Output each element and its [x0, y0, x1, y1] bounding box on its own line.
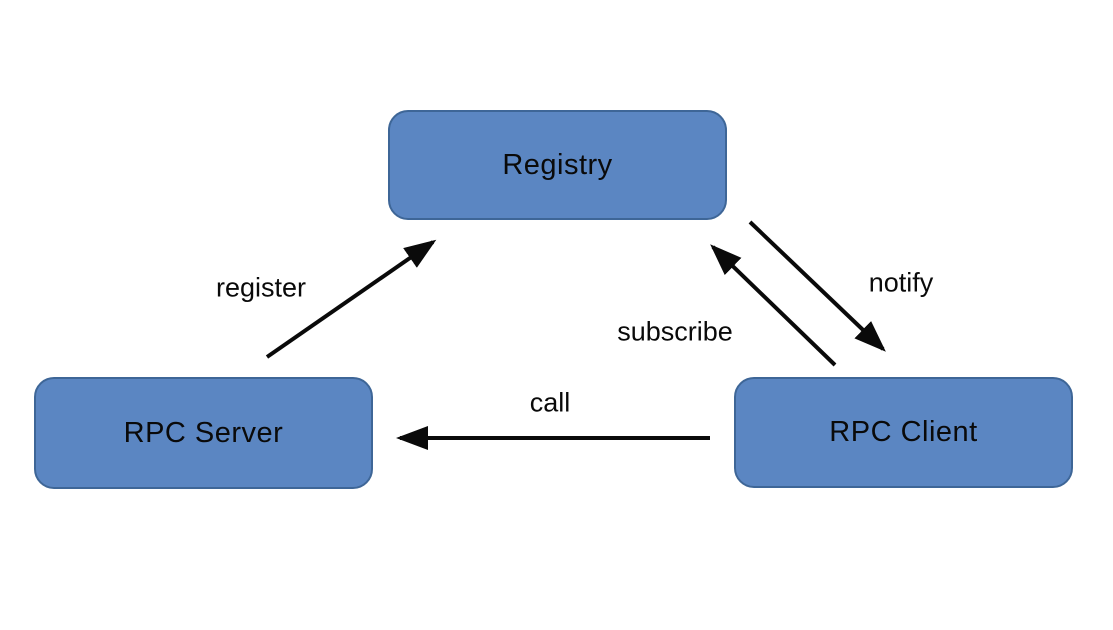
node-rpc-client-label: RPC Client [829, 416, 978, 448]
edge-call-label: call [529, 387, 571, 418]
node-rpc-server: RPC Server [34, 377, 373, 489]
node-rpc-server-label: RPC Server [123, 416, 284, 449]
node-rpc-client: RPC Client [734, 377, 1073, 488]
edge-notify-label: notify [868, 267, 934, 298]
node-registry-label: Registry [502, 148, 613, 181]
edge-subscribe-arrow [710, 244, 837, 367]
edge-register-arrow [265, 239, 437, 359]
edge-notify-arrow [748, 220, 886, 352]
edge-subscribe-label: subscribe [617, 316, 733, 347]
node-registry: Registry [388, 110, 727, 220]
edge-register-label: register [215, 272, 307, 303]
